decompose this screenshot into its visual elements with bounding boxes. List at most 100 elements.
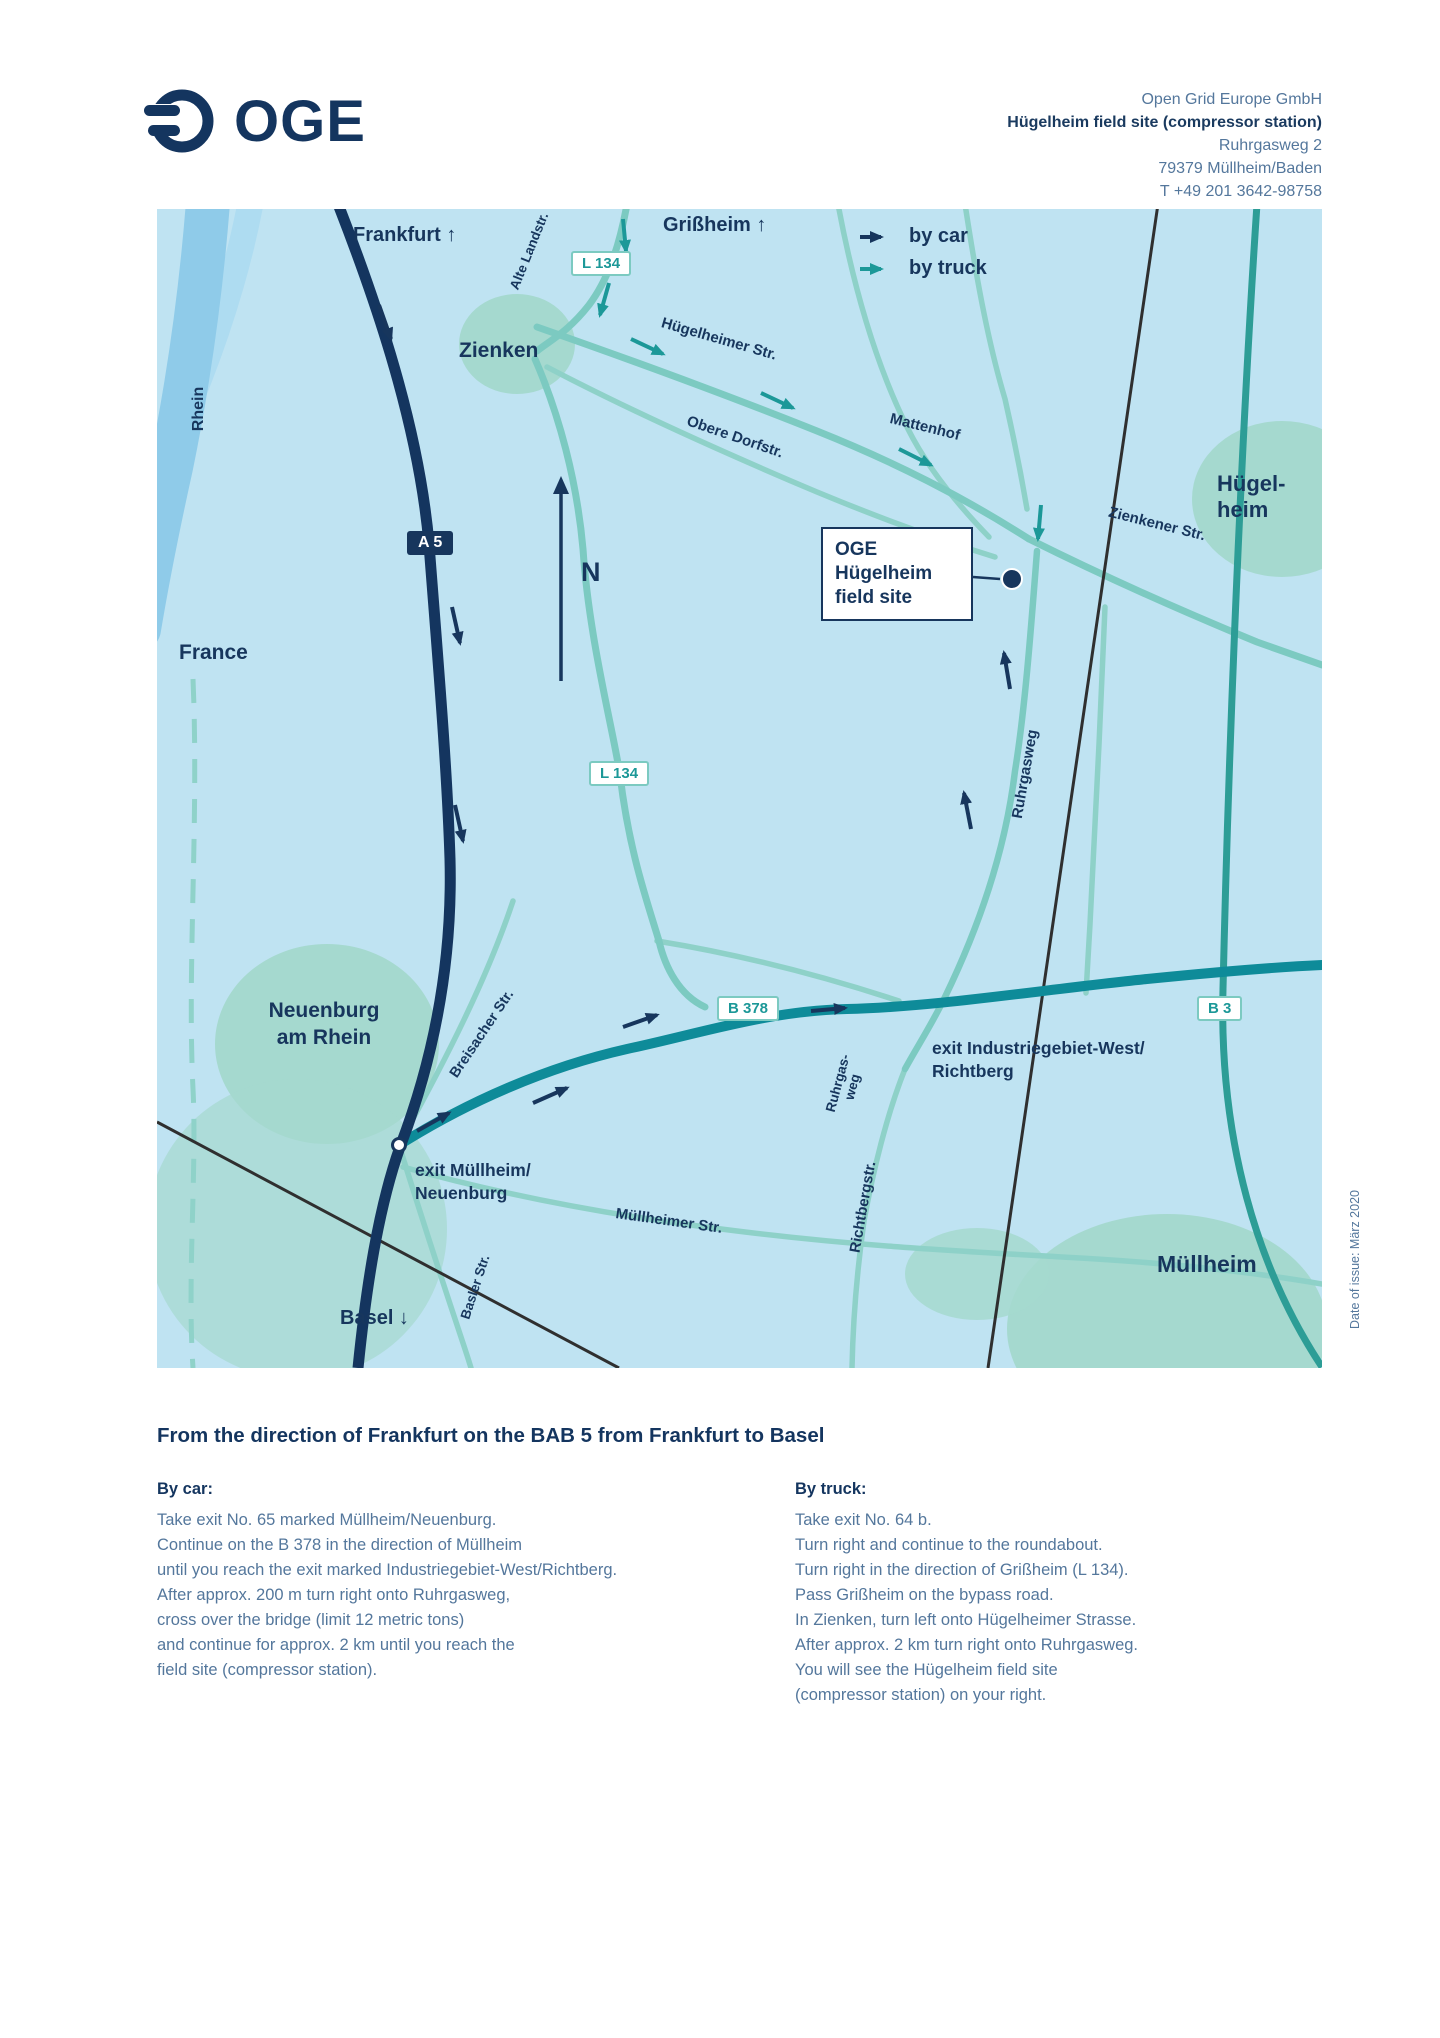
by-truck-heading: By truck: [795, 1480, 867, 1498]
by-car-line: and continue for approx. 2 km until you … [157, 1636, 515, 1654]
label-neuenburg: Neuenburg am Rhein [229, 997, 419, 1051]
car-route-arrow [377, 304, 393, 342]
truck-route-arrow [760, 391, 796, 410]
truck-route-arrow [1032, 504, 1045, 542]
address-site: Hügelheim field site (compressor station… [1007, 114, 1322, 131]
label-france: France [179, 641, 248, 664]
compass-n-label: N [581, 557, 601, 587]
by-car-line: Continue on the B 378 in the direction o… [157, 1536, 523, 1554]
by-car-line: field site (compressor station). [157, 1661, 378, 1679]
by-car-line: until you reach the exit marked Industri… [157, 1561, 618, 1579]
truck-route-arrow [630, 337, 666, 356]
label-huegelheim-line1: Hügel- [1217, 471, 1286, 496]
label-huegelheim-line2: heim [1217, 497, 1269, 522]
label-zienken: Zienken [459, 339, 539, 362]
by-car-line: After approx. 200 m turn right onto Ruhr… [157, 1586, 511, 1604]
by-truck-line: (compressor station) on your right. [795, 1686, 1047, 1704]
label-exit-industriegebiet: exit Industriegebiet-West/ Richtberg [932, 1037, 1145, 1083]
basler-road [396, 1142, 474, 1368]
neuenburg-south-area [157, 1079, 447, 1368]
directions-title: From the direction of Frankfurt on the B… [157, 1424, 825, 1447]
label-rhein: Rhein [190, 386, 207, 432]
l134-south-road [531, 355, 709, 1011]
car-route-arrow [416, 1111, 452, 1133]
address-street: Ruhrgasweg 2 [1218, 137, 1322, 154]
label-frankfurt: Frankfurt ↑ [353, 224, 457, 246]
car-route-arrow [622, 1013, 660, 1029]
badge-a5: A 5 [407, 531, 454, 555]
railway-line-south [157, 1120, 620, 1368]
car-route-arrow [453, 804, 467, 844]
label-basel: Basel ↓ [340, 1307, 409, 1329]
car-route-arrow [999, 650, 1012, 690]
l134-north-road [533, 209, 630, 355]
car-route-arrow [810, 1002, 848, 1015]
callout-line1: OGE [835, 539, 878, 560]
by-truck-line: Turn right in the direction of Grißheim … [795, 1561, 1129, 1579]
logo-wordmark: OGE [234, 88, 366, 154]
label-exit-muellheim-line2: Neuenburg [415, 1183, 508, 1203]
field-site-callout: OGE Hügelheim field site [821, 527, 973, 621]
truck-route-arrow [898, 447, 934, 467]
rhein-river [157, 209, 230, 642]
label-grissheim: Grißheim ↑ [663, 214, 767, 236]
address-city: 79379 Müllheim/Baden [1158, 160, 1322, 177]
directions-by-truck: By truck: Take exit No. 64 b. Turn right… [795, 1480, 1375, 1708]
map-canvas [157, 209, 1322, 1368]
by-truck-line: Turn right and continue to the roundabou… [795, 1536, 1103, 1554]
car-route-arrow [532, 1086, 570, 1105]
badge-l134-south: L 134 [589, 761, 650, 786]
by-truck-line: You will see the Hügelheim field site [795, 1661, 1058, 1679]
b378-road [394, 960, 1322, 1150]
france-border-line [188, 678, 198, 1368]
car-arrow-icon [860, 230, 884, 243]
callout-line2: Hügelheim [835, 563, 933, 584]
truck-route-roads [531, 209, 1322, 1073]
legend-by-truck: by truck [857, 257, 987, 280]
by-truck-line: After approx. 2 km turn right onto Ruhrg… [795, 1636, 1139, 1654]
label-exit-industriegebiet-line1: exit Industriegebiet-West/ [932, 1038, 1145, 1058]
label-muellheim-city: Müllheim [1157, 1251, 1257, 1277]
legend-by-car-label: by car [909, 225, 968, 247]
label-exit-industriegebiet-line2: Richtberg [932, 1061, 1014, 1081]
richtberg-area [905, 1228, 1049, 1320]
label-exit-muellheim: exit Müllheim/ Neuenburg [415, 1159, 531, 1205]
address-block: Open Grid Europe GmbH Hügelheim field si… [1007, 88, 1322, 203]
label-exit-muellheim-line1: exit Müllheim/ [415, 1160, 531, 1180]
a5-motorway [334, 209, 456, 1368]
mattenhof-road [836, 209, 992, 540]
ruhrgasweg-road [901, 547, 1041, 1073]
by-car-line: cross over the bridge (limit 12 metric t… [157, 1611, 465, 1629]
badge-l134-north: L 134 [571, 251, 632, 276]
callout-line3: field site [835, 587, 913, 608]
zienkener-str-road [1025, 535, 1322, 669]
date-of-issue: Date of issue: März 2020 [1348, 1190, 1362, 1329]
huegelheim-area [1192, 421, 1322, 577]
address-company: Open Grid Europe GmbH [1141, 91, 1322, 108]
callout-connector [972, 575, 1001, 581]
east-parallel-road [1083, 604, 1108, 996]
address-phone: T +49 201 3642-98758 [1159, 183, 1322, 200]
field-site-dot [1001, 568, 1023, 590]
railway-line-east [986, 209, 1159, 1368]
by-car-line: Take exit No. 65 marked Müllheim/Neuenbu… [157, 1511, 497, 1529]
oge-logo: OGE [144, 84, 366, 158]
muellheimer-road [400, 1164, 1322, 1287]
muellheim-area [1007, 1214, 1322, 1368]
north-connector-road [962, 209, 1030, 512]
by-car-heading: By car: [157, 1480, 213, 1498]
by-truck-line: In Zienken, turn left onto Hügelheimer S… [795, 1611, 1137, 1629]
legend-by-car: by car [857, 225, 987, 248]
badge-b3: B 3 [1197, 996, 1243, 1021]
town-areas [157, 294, 1322, 1368]
truck-arrow-icon [860, 262, 884, 275]
oge-logo-icon [144, 89, 214, 153]
truck-route-arrows [597, 218, 1045, 542]
car-route-arrow [450, 606, 464, 646]
badge-b378: B 378 [717, 996, 780, 1021]
truck-route-arrow [618, 218, 631, 254]
by-truck-line: Take exit No. 64 b. [795, 1511, 932, 1529]
car-route-arrow [960, 790, 973, 830]
exit-junction-dot [391, 1137, 407, 1153]
